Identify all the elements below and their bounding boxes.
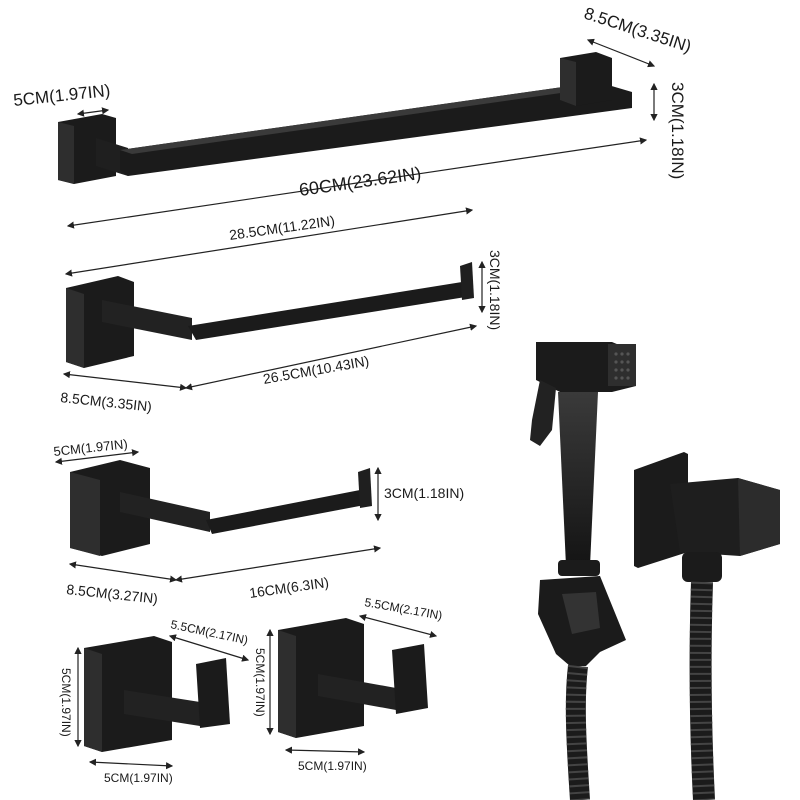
towel-ring-length-label: 28.5CM(11.22IN) xyxy=(228,212,336,243)
towel-bar-rail-top xyxy=(120,82,610,154)
sprayer-body xyxy=(558,392,598,566)
towel-ring-arm xyxy=(102,300,192,340)
towel-bar-height-label: 3CM(1.18IN) xyxy=(668,82,687,179)
sprayer-trigger xyxy=(530,380,556,446)
towel-bar-rail xyxy=(120,82,632,176)
robe-hook-right-arm xyxy=(318,674,396,710)
sprayer-collar xyxy=(558,560,600,576)
robe-hook-left xyxy=(84,636,230,752)
towel-ring-depth-label: 8.5CM(3.35IN) xyxy=(60,389,153,415)
sprayer-nozzle-face xyxy=(608,344,636,386)
valve-connector xyxy=(682,552,722,582)
wall-bracket-plate xyxy=(634,452,688,568)
towel-ring xyxy=(66,262,474,368)
robe-hook-left-arm xyxy=(124,690,200,726)
towel-ring-bar xyxy=(188,282,472,340)
paper-holder-bar-length-label: 16CM(6.3IN) xyxy=(248,574,330,601)
towel-bar-base-width-label: 5CM(1.97IN) xyxy=(12,81,111,110)
robe-hook-right-dimensions xyxy=(266,614,438,756)
robe-hook-left-base-face xyxy=(84,648,102,752)
paper-holder-base-face xyxy=(70,472,100,556)
paper-holder-bar xyxy=(206,490,370,534)
paper-holder xyxy=(70,460,372,556)
robe-hook-right xyxy=(278,618,428,738)
towel-ring-bar-length-label: 26.5CM(10.43IN) xyxy=(262,353,371,387)
robe-hook-right-height-label: 5CM(1.97IN) xyxy=(253,648,267,717)
towel-ring-base-face xyxy=(66,288,84,368)
paper-holder-tip xyxy=(358,468,372,508)
hose-right xyxy=(689,581,715,800)
robe-hook-left-tip xyxy=(196,658,230,728)
sprayer-holder-hole xyxy=(562,592,600,634)
hose-right-ribbing xyxy=(689,581,715,800)
robe-hook-right-projection-label: 5.5CM(2.17IN) xyxy=(363,595,443,622)
towel-bar-left-base-face xyxy=(58,122,74,184)
robe-hook-left-projection-label: 5.5CM(2.17IN) xyxy=(169,617,249,647)
robe-hook-right-tip xyxy=(392,644,428,714)
towel-ring-height-label: 3CM(1.18IN) xyxy=(487,250,503,330)
robe-hook-left-width-label: 5CM(1.97IN) xyxy=(104,771,173,785)
towel-bar xyxy=(58,52,632,184)
paper-holder-base-width-label: 5CM(1.97IN) xyxy=(53,436,129,459)
robe-hook-right-base-face xyxy=(278,630,296,738)
sprayer-nozzle-holes xyxy=(614,352,630,380)
wall-bracket-block-face xyxy=(738,478,780,556)
robe-hook-left-dimensions xyxy=(74,634,250,770)
bidet-sprayer xyxy=(530,342,780,800)
paper-holder-height-label: 3CM(1.18IN) xyxy=(384,485,464,501)
towel-ring-dimensions xyxy=(62,207,486,391)
towel-bar-depth-label: 8.5CM(3.35IN) xyxy=(582,4,694,57)
towel-bar-length-label: 60CM(23.62IN) xyxy=(298,163,423,200)
paper-holder-depth-label: 8.5CM(3.27IN) xyxy=(66,581,159,607)
robe-hook-right-width-label: 5CM(1.97IN) xyxy=(298,759,367,773)
towel-bar-right-base-face xyxy=(560,58,576,106)
hose-left-ribbing xyxy=(565,664,590,800)
paper-holder-arm xyxy=(120,492,210,532)
robe-hook-left-height-label: 5CM(1.97IN) xyxy=(59,668,73,737)
paper-holder-dimensions xyxy=(54,449,382,583)
towel-ring-tip xyxy=(460,262,474,300)
